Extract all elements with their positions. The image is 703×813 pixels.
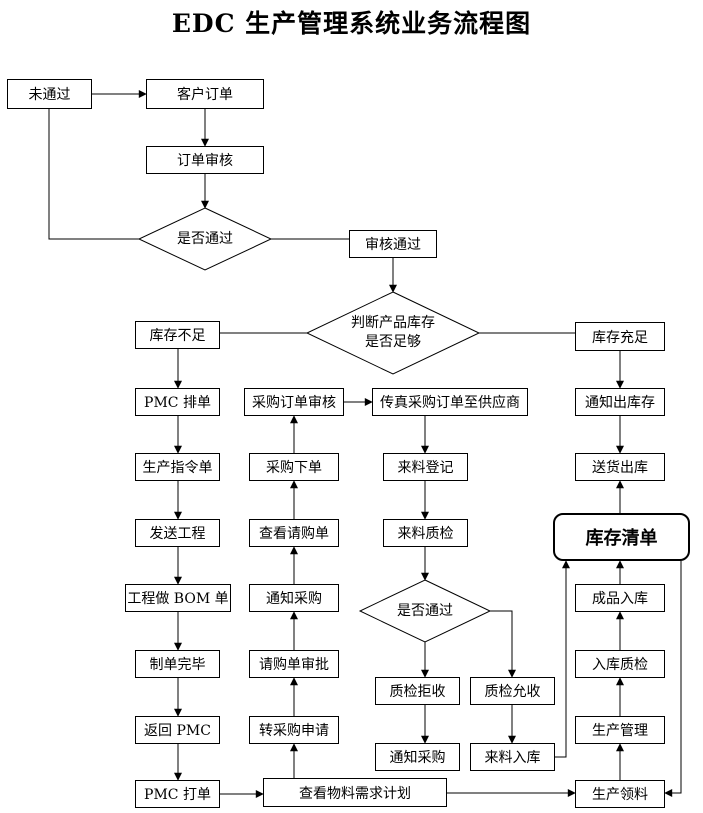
node-notify-outbound: 通知出库存 — [575, 388, 665, 416]
node-inventory-insufficient: 库存不足 — [135, 321, 220, 349]
node-engineering-bom: 工程做 BOM 单 — [125, 584, 231, 612]
node-order-complete: 制单完毕 — [135, 650, 220, 678]
node-purchase-order-review: 采购订单审核 — [244, 388, 344, 416]
diamond-label-pass-or-not-1: 是否通过 — [177, 230, 233, 247]
node-production-material-pick: 生产领料 — [575, 780, 665, 808]
node-review-passed: 审核通过 — [349, 230, 437, 258]
node-customer-order: 客户订单 — [146, 79, 264, 109]
diamond-label-check-inventory-line2: 是否足够 — [365, 334, 421, 350]
diagram-title: EDC 生产管理系统业务流程图 — [171, 9, 532, 38]
node-inventory-sufficient: 库存充足 — [575, 322, 665, 351]
diamond-label-check-inventory: 判断产品库存 是否足够 — [307, 292, 479, 374]
node-view-requisition: 查看请购单 — [249, 519, 339, 547]
node-incoming-registration: 来料登记 — [383, 453, 468, 481]
node-view-material-plan: 查看物料需求计划 — [263, 778, 447, 807]
node-warehouse-inspection: 入库质检 — [575, 650, 665, 678]
node-inventory-list: 库存清单 — [553, 513, 690, 561]
diamond-check-inventory — [305, 291, 481, 375]
node-requisition-approval: 请购单审批 — [249, 650, 339, 678]
node-pmc-scheduling: PMC 排单 — [135, 388, 220, 416]
node-inspection-reject: 质检拒收 — [375, 677, 460, 705]
diamond-pass-or-not-2 — [358, 579, 492, 643]
node-order-review: 订单审核 — [146, 146, 264, 174]
node-finished-goods-in: 成品入库 — [575, 584, 665, 612]
diamond-pass-or-not-1 — [137, 207, 273, 271]
edge-inventory-list-to-material-pick — [664, 561, 682, 797]
node-pmc-print: PMC 打单 — [135, 780, 220, 808]
node-fax-po-to-supplier: 传真采购订单至供应商 — [372, 388, 528, 416]
node-production-order: 生产指令单 — [135, 453, 220, 481]
node-delivery-outbound: 送货出库 — [575, 453, 665, 481]
node-send-engineering: 发送工程 — [135, 519, 220, 547]
edge-diamond3-to-accept — [490, 610, 516, 678]
diamond-label-pass-or-not-2: 是否通过 — [397, 602, 453, 619]
diamond-label-check-inventory-line1: 判断产品库存 — [351, 315, 435, 332]
node-return-pmc: 返回 PMC — [135, 716, 220, 744]
edge-incoming-warehouse-to-inventory-list — [555, 560, 570, 758]
node-not-passed: 未通过 — [7, 79, 92, 109]
node-incoming-warehouse: 来料入库 — [470, 743, 555, 771]
node-purchase-place-order: 采购下单 — [249, 453, 339, 481]
node-incoming-inspection: 来料质检 — [383, 519, 468, 547]
edge-diamond1-to-not-passed — [48, 109, 139, 240]
node-notify-purchasing-mid: 通知采购 — [249, 584, 339, 612]
node-production-management: 生产管理 — [575, 716, 665, 744]
node-inspection-accept: 质检允收 — [470, 677, 555, 705]
node-transfer-purchase-request: 转采购申请 — [249, 716, 339, 744]
node-notify-purchasing-bottom: 通知采购 — [375, 743, 460, 771]
